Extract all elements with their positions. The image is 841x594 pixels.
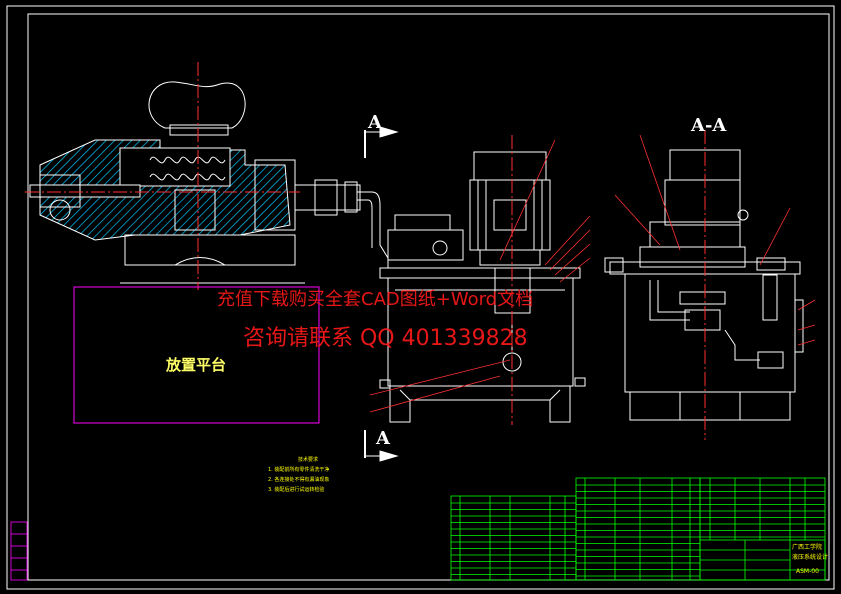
watermark-line1: 充值下载购买全套CAD图纸+Word文档 (217, 289, 534, 310)
notes-title: 技术要求 (297, 457, 318, 463)
title-block-school: 广西工学院 (792, 544, 823, 551)
notes-item-2: 2. 各连接处不得有漏油现象 (268, 477, 330, 483)
platform-label: 放置平台 (166, 356, 227, 374)
inner-frame (27, 13, 830, 581)
revision-strip (10, 521, 28, 581)
tank-section-view (604, 149, 804, 421)
tank-front-view (364, 126, 586, 462)
outer-frame (6, 5, 835, 590)
centerlines (25, 62, 706, 440)
platform-box (73, 286, 320, 424)
section-label-bottom: A (376, 428, 390, 449)
pump-assembly (29, 81, 389, 284)
technical-notes: 技术要求 1. 装配前所有零件清洗干净 2. 各连接处不得有漏油现象 3. 装配… (268, 455, 348, 495)
watermark-line2: 咨询请联系 QQ 401339828 (243, 326, 528, 351)
section-label-aa: A-A (691, 115, 727, 136)
notes-item-3: 3. 装配后进行试运转检验 (268, 487, 325, 493)
title-block-drawing-no: ASM-00 (796, 568, 819, 575)
parts-table (450, 477, 826, 581)
title-block-title: 液压系统设计 (792, 554, 829, 561)
notes-item-1: 1. 装配前所有零件清洗干净 (268, 467, 330, 473)
leader-lines (369, 134, 816, 413)
section-label-top: A (368, 112, 382, 133)
